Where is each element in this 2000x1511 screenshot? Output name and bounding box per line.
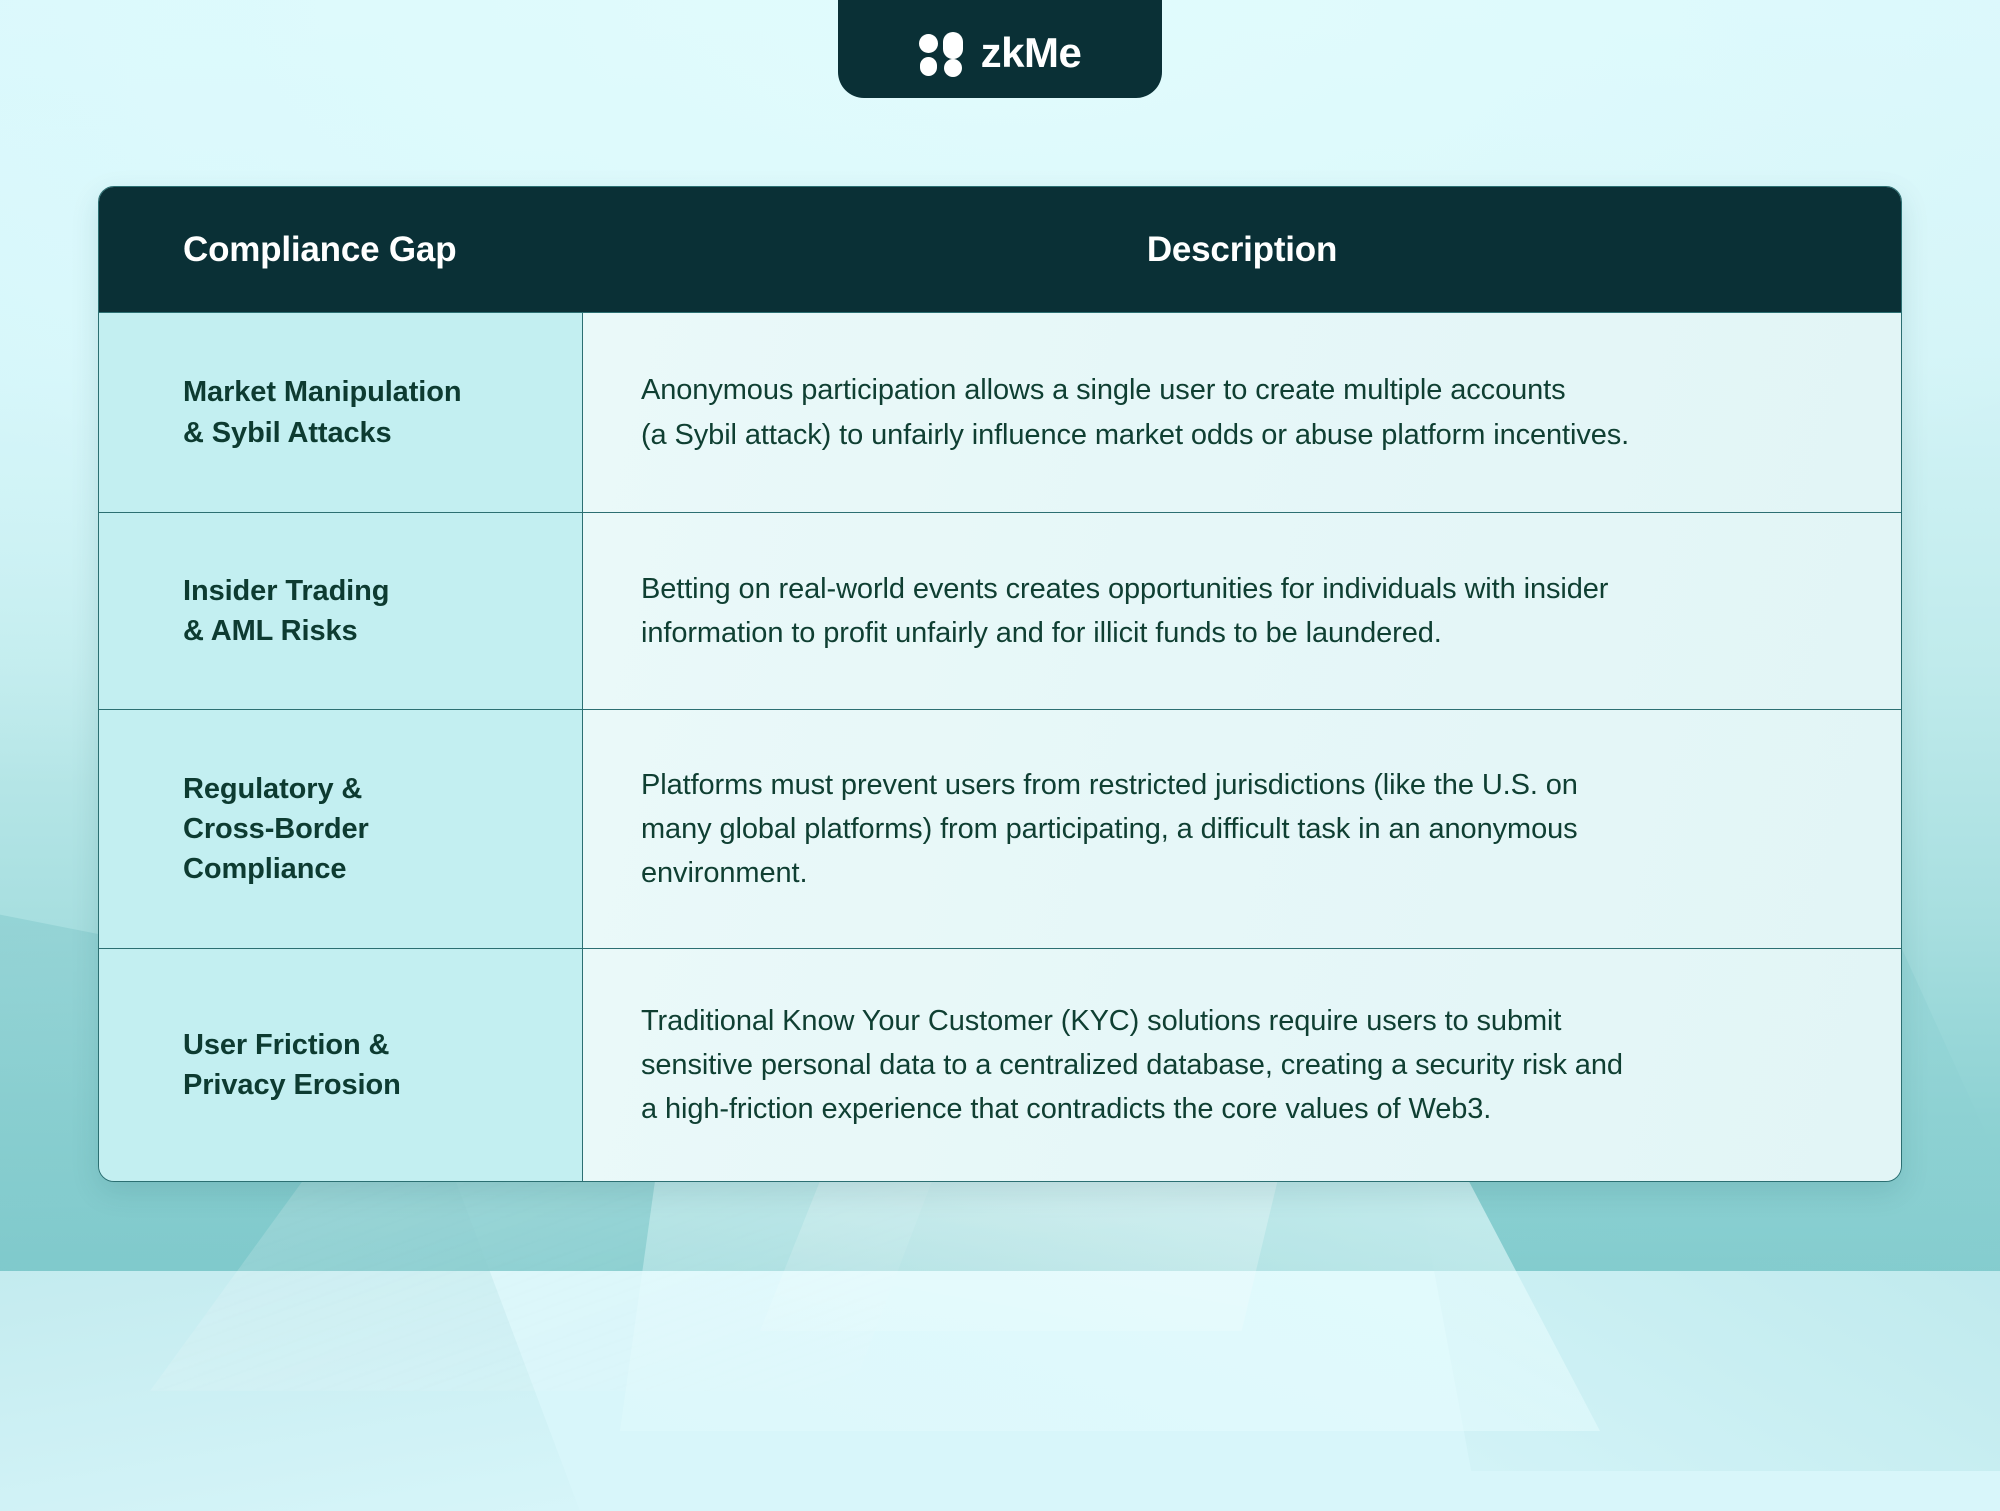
cell-description-text: Anonymous participation allows a single … — [641, 374, 1630, 451]
brand-wordmark: zkMe — [980, 29, 1082, 76]
cell-compliance-gap-text: Insider Trading & AML Risks — [183, 574, 390, 647]
cell-description: Platforms must prevent users from restri… — [583, 710, 1901, 948]
cell-compliance-gap: Insider Trading & AML Risks — [99, 513, 583, 709]
table-row: Insider Trading & AML Risks Betting on r… — [99, 512, 1901, 709]
cell-compliance-gap: User Friction & Privacy Erosion — [99, 949, 583, 1181]
table-row: Market Manipulation & Sybil Attacks Anon… — [99, 312, 1901, 512]
compliance-gap-table: Compliance Gap Description Market Manipu… — [98, 186, 1902, 1182]
cell-description: Anonymous participation allows a single … — [583, 313, 1901, 512]
brand-logo: zkMe — [918, 29, 1082, 77]
brand-logo-tab[interactable]: zkMe — [838, 0, 1162, 98]
table-row: Regulatory & Cross-Border Compliance Pla… — [99, 709, 1901, 948]
cell-description-text: Betting on real-world events creates opp… — [641, 572, 1609, 649]
cell-compliance-gap-text: Regulatory & Cross-Border Compliance — [183, 772, 369, 885]
table-header-row: Compliance Gap Description — [99, 187, 1901, 312]
cell-compliance-gap-text: User Friction & Privacy Erosion — [183, 1028, 401, 1101]
cell-compliance-gap-text: Market Manipulation & Sybil Attacks — [183, 376, 462, 449]
cell-description: Betting on real-world events creates opp… — [583, 513, 1901, 709]
cell-compliance-gap: Market Manipulation & Sybil Attacks — [99, 313, 583, 512]
cell-description-text: Platforms must prevent users from restri… — [641, 768, 1578, 890]
column-header-description: Description — [583, 187, 1901, 312]
column-header-description-label: Description — [1146, 229, 1338, 269]
zkme-mark-icon — [918, 30, 963, 77]
table-row: User Friction & Privacy Erosion Traditio… — [99, 948, 1901, 1181]
cell-description-text: Traditional Know Your Customer (KYC) sol… — [641, 1004, 1623, 1126]
column-header-compliance-gap: Compliance Gap — [99, 187, 583, 312]
cell-description: Traditional Know Your Customer (KYC) sol… — [583, 949, 1901, 1181]
cell-compliance-gap: Regulatory & Cross-Border Compliance — [99, 710, 583, 948]
column-header-compliance-gap-label: Compliance Gap — [183, 229, 457, 269]
